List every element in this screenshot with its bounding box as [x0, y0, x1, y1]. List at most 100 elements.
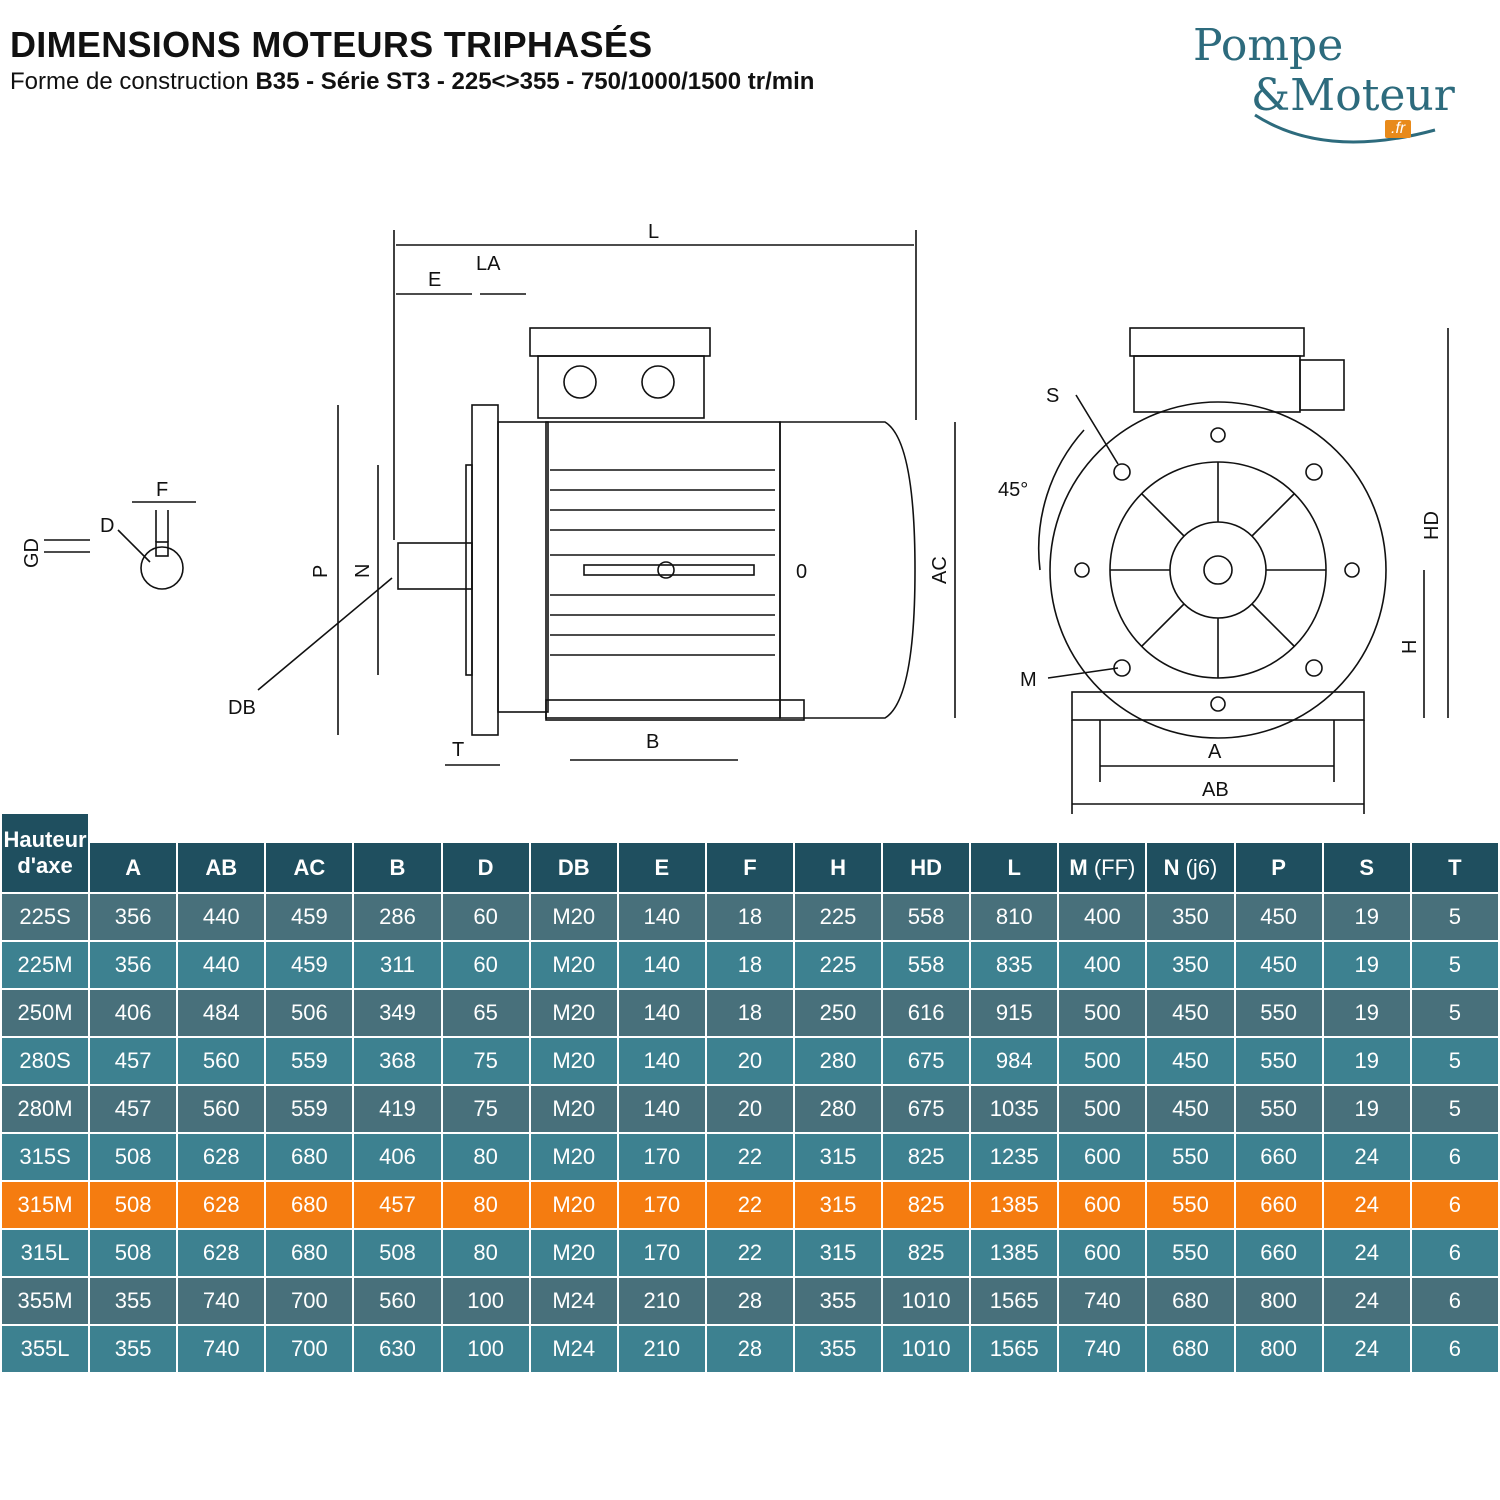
cell-h: 355 — [792, 1276, 884, 1326]
cell-b: 349 — [352, 988, 443, 1038]
dim-label-ac: AC — [929, 556, 951, 584]
logo-line-1: Pompe — [1193, 20, 1344, 71]
dim-label-s: S — [1046, 385, 1059, 407]
cell-ac: 459 — [264, 892, 355, 942]
cell-m: 500 — [1057, 1084, 1148, 1134]
dim-label-ab: AB — [1202, 779, 1229, 801]
cell-p: 450 — [1233, 892, 1324, 942]
cell-m: 600 — [1057, 1132, 1148, 1182]
table-header-row-top: Hauteur d'axe — [0, 814, 1499, 894]
header-hauteur-line-1: Hauteur — [3, 826, 87, 852]
cell-f: 18 — [704, 988, 795, 1038]
cell-hd: 1010 — [881, 1276, 972, 1326]
column-header-label: N — [1163, 854, 1180, 880]
cell-f: 22 — [704, 1132, 795, 1182]
cell-d: 80 — [440, 1180, 531, 1230]
cell-t: 5 — [1409, 1036, 1500, 1086]
cell-ab: 560 — [176, 1036, 267, 1086]
cell-e: 140 — [616, 1084, 707, 1134]
cell-h: 280 — [792, 1036, 884, 1086]
cell-n: 350 — [1145, 892, 1236, 942]
cell-hd: 1010 — [881, 1324, 972, 1374]
cell-p: 660 — [1233, 1228, 1324, 1278]
cell-d: 80 — [440, 1228, 531, 1278]
cell-n: 680 — [1145, 1324, 1236, 1374]
shaft-section-icon — [140, 546, 184, 590]
cell-m: 600 — [1057, 1228, 1148, 1278]
column-header-label: M — [1069, 854, 1088, 880]
motor-dimension-drawing: L E LA F D GD P N 0 AC DB T B S 45° HD H… — [21, 221, 1449, 820]
cell-p: 660 — [1233, 1132, 1324, 1182]
cell-hd: 558 — [881, 892, 972, 942]
cell-ac: 559 — [264, 1084, 355, 1134]
cell-ac: 700 — [264, 1276, 355, 1326]
column-header-p: P — [1233, 841, 1324, 894]
column-header-label: A — [125, 854, 142, 880]
cell-n: 680 — [1145, 1276, 1236, 1326]
cell-t: 5 — [1409, 1084, 1500, 1134]
cell-t: 5 — [1409, 892, 1500, 942]
cell-e: 140 — [616, 1036, 707, 1086]
column-header-label: H — [830, 854, 846, 880]
cell-hauteur-axe: 280M — [0, 1084, 91, 1134]
column-header-t: T — [1409, 841, 1500, 894]
cell-e: 170 — [616, 1228, 707, 1278]
subtitle-series: B35 - Série ST3 - 225<>355 - 750/1000/15… — [255, 67, 815, 95]
dim-label-h: H — [1399, 640, 1421, 654]
cell-p: 450 — [1233, 940, 1324, 990]
cell-hauteur-axe: 225M — [0, 940, 91, 990]
column-header-label: DB — [557, 854, 590, 880]
column-header-ac: AC — [264, 841, 355, 894]
cell-hd: 675 — [881, 1084, 972, 1134]
column-header-m: M (FF) — [1057, 841, 1148, 894]
cell-s: 24 — [1321, 1276, 1412, 1326]
cell-m: 740 — [1057, 1324, 1148, 1374]
cell-e: 140 — [616, 940, 707, 990]
cell-b: 286 — [352, 892, 443, 942]
cell-s: 19 — [1321, 1084, 1412, 1134]
cell-b: 406 — [352, 1132, 443, 1182]
header-spacer — [89, 814, 1499, 843]
end-flange-icon — [1049, 401, 1387, 739]
cell-hauteur-axe: 315M — [0, 1180, 91, 1230]
cell-h: 225 — [792, 892, 884, 942]
cell-m: 600 — [1057, 1180, 1148, 1230]
column-header-label: P — [1271, 854, 1286, 880]
cell-p: 550 — [1233, 1084, 1324, 1134]
cell-hauteur-axe: 315S — [0, 1132, 91, 1182]
cell-n: 450 — [1145, 1036, 1236, 1086]
cell-db: M20 — [528, 892, 619, 942]
cell-d: 60 — [440, 892, 531, 942]
cell-hauteur-axe: 315L — [0, 1228, 91, 1278]
header-hauteur-line-2: d'axe — [17, 853, 73, 878]
dim-label-la: LA — [476, 253, 501, 275]
cell-ab: 628 — [176, 1132, 267, 1182]
cell-n: 450 — [1145, 1084, 1236, 1134]
cell-m: 400 — [1057, 892, 1148, 942]
cell-p: 550 — [1233, 988, 1324, 1038]
cell-ac: 700 — [264, 1324, 355, 1374]
column-header-label: S — [1359, 854, 1375, 880]
column-header-e: E — [616, 841, 707, 894]
column-header-label: T — [1448, 854, 1462, 880]
cell-f: 20 — [704, 1084, 795, 1134]
cell-hauteur-axe: 280S — [0, 1036, 91, 1086]
cell-s: 19 — [1321, 892, 1412, 942]
cell-f: 20 — [704, 1036, 795, 1086]
cell-m: 500 — [1057, 988, 1148, 1038]
column-header-label: AC — [293, 854, 326, 880]
cell-a: 406 — [88, 988, 179, 1038]
dim-label-gd: GD — [21, 538, 43, 568]
cell-s: 24 — [1321, 1180, 1412, 1230]
dim-label-a: A — [1208, 741, 1222, 763]
cell-ac: 680 — [264, 1228, 355, 1278]
dim-label-angle: 45° — [998, 479, 1028, 501]
cell-e: 210 — [616, 1324, 707, 1374]
page-title: DIMENSIONS MOTEURS TRIPHASÉS — [10, 24, 653, 65]
cell-s: 24 — [1321, 1228, 1412, 1278]
cell-db: M20 — [528, 940, 619, 990]
